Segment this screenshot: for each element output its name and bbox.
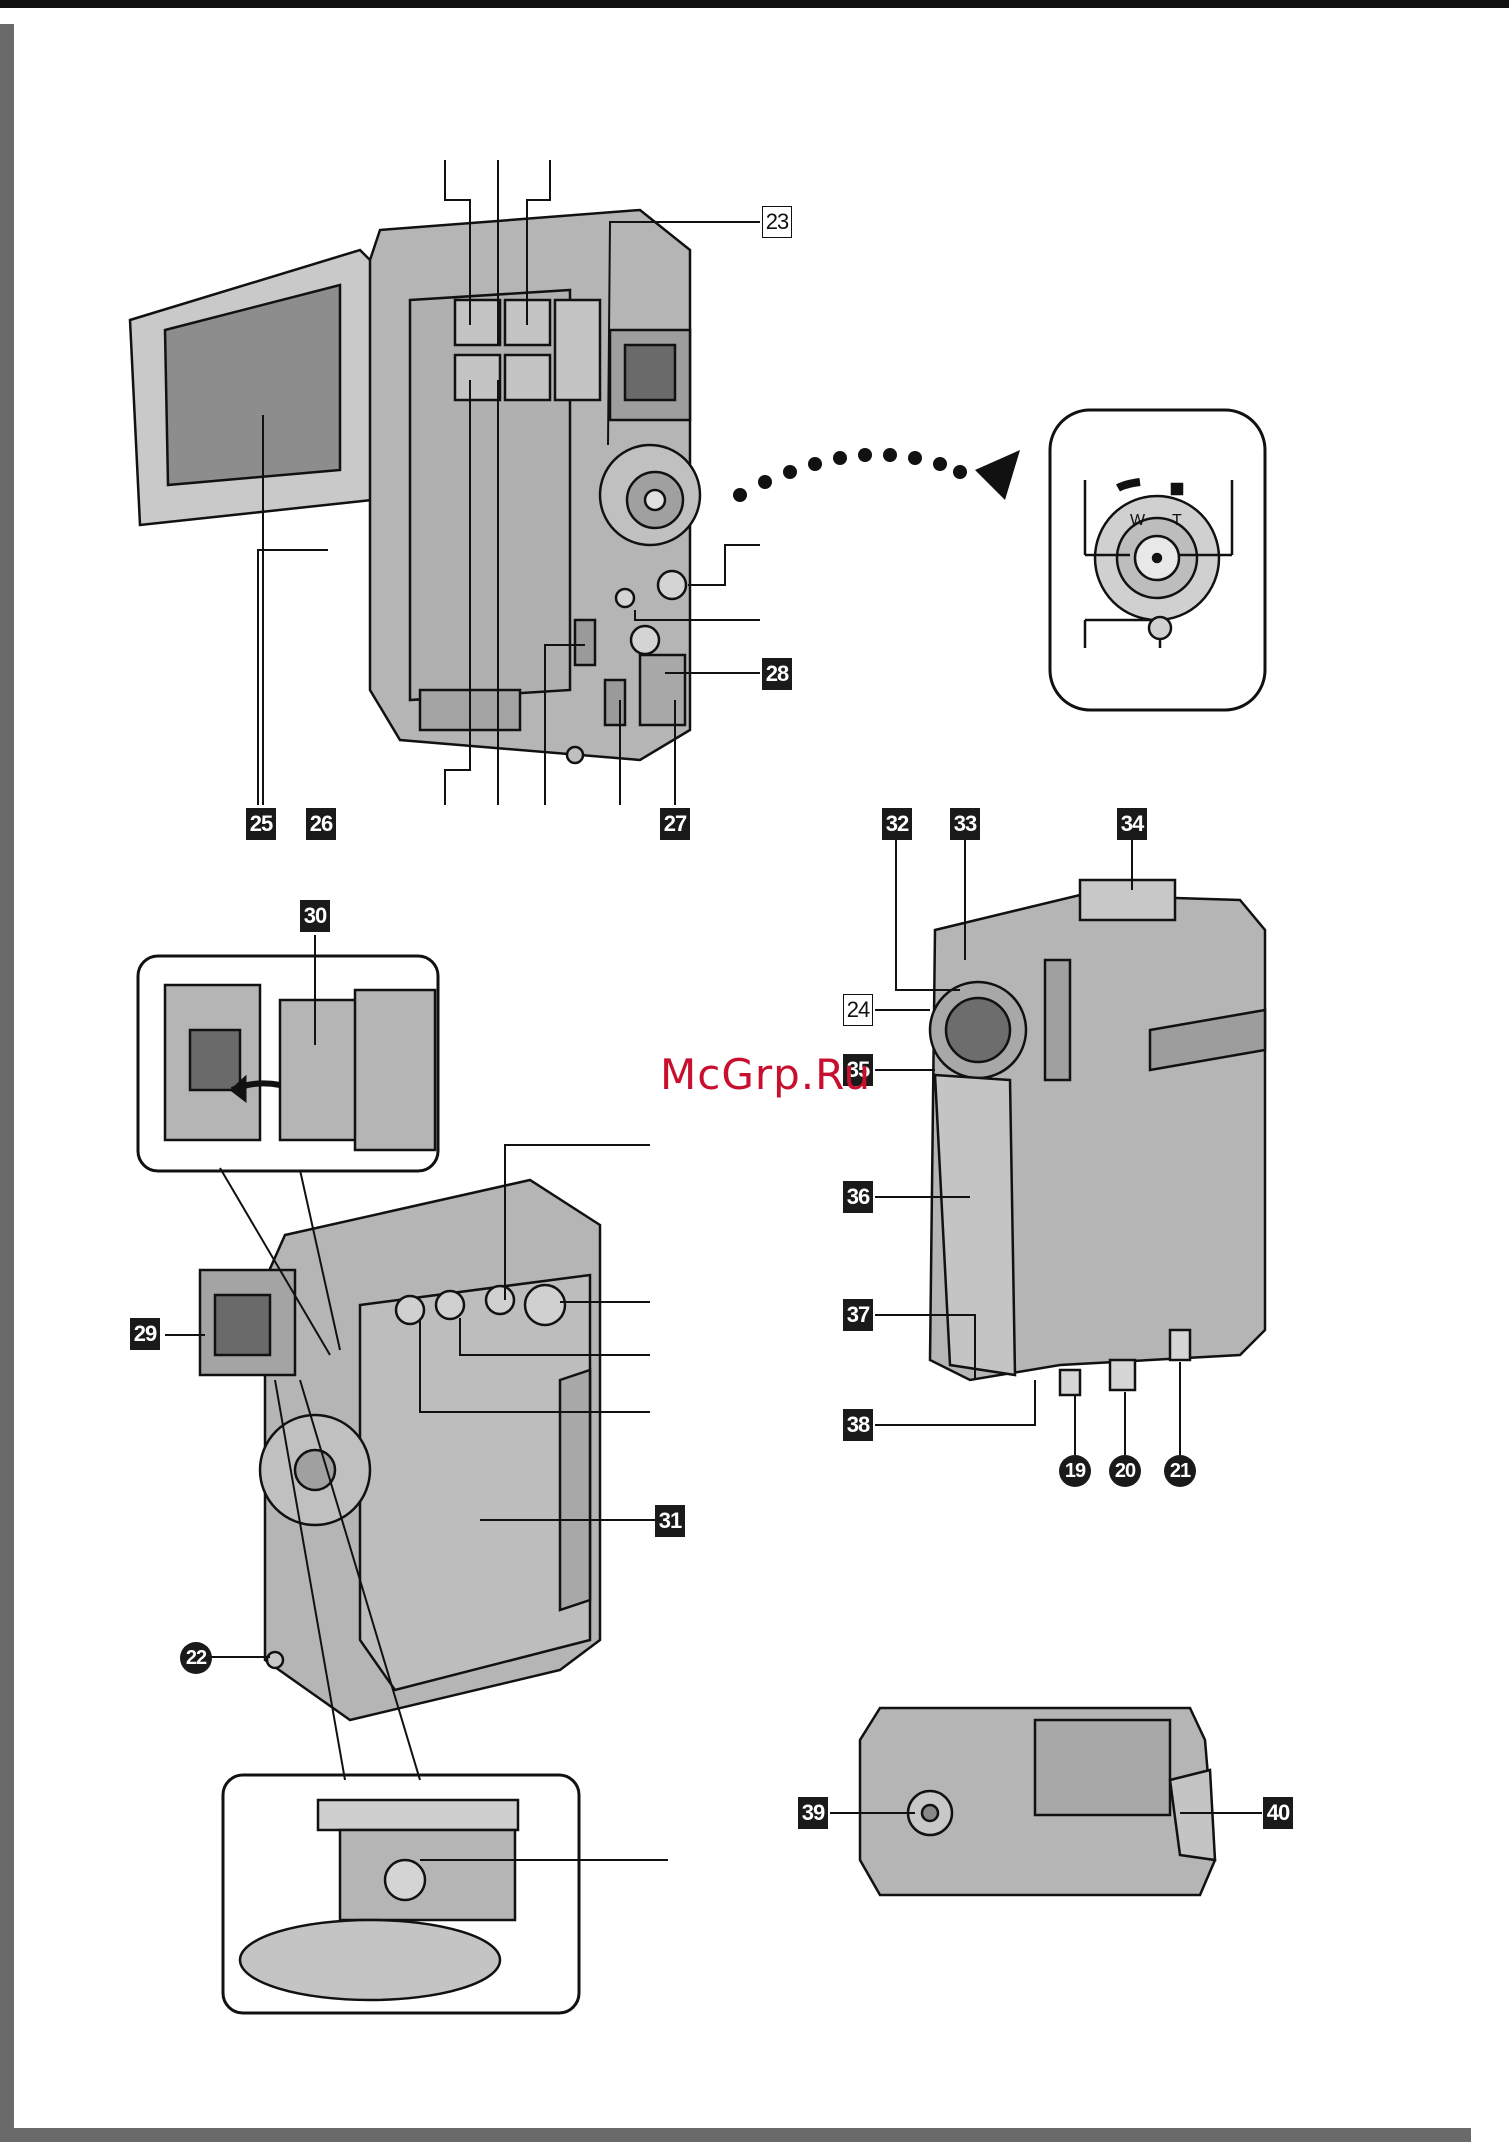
camera-front-view (930, 880, 1265, 1395)
callout-29: 29 (130, 1318, 160, 1350)
callout-33: 33 (950, 808, 980, 840)
callout-23: 23 (762, 206, 792, 238)
callout-36: 36 (843, 1181, 873, 1213)
camera-side-view (200, 1180, 600, 1720)
watermark-text: McGrp.Ru (660, 1050, 871, 1099)
viewfinder-inset (138, 956, 438, 1171)
callout-39: 39 (798, 1797, 828, 1829)
callout-40: 40 (1263, 1797, 1293, 1829)
callout-31: 31 (655, 1505, 685, 1537)
callout-22: 22 (180, 1642, 212, 1674)
callout-34: 34 (1117, 808, 1147, 840)
callout-32: 32 (882, 808, 912, 840)
zoom-dial-inset (1050, 410, 1265, 710)
callout-38: 38 (843, 1409, 873, 1441)
callout-25: 25 (246, 808, 276, 840)
callout-20: 20 (1109, 1455, 1141, 1487)
zoom-wide-label: W (1130, 512, 1146, 529)
camera-rear-view (130, 210, 700, 763)
callout-37: 37 (843, 1299, 873, 1331)
callout-24: 24 (843, 994, 873, 1026)
callout-28: 28 (762, 658, 792, 690)
callout-27: 27 (660, 808, 690, 840)
shoe-inset (223, 1775, 579, 2013)
zoom-tele-label: T (1172, 512, 1182, 529)
callout-26: 26 (306, 808, 336, 840)
callout-30: 30 (300, 900, 330, 932)
callout-19: 19 (1059, 1455, 1091, 1487)
camera-bottom-view (860, 1708, 1215, 1895)
dotted-arrow (733, 448, 1020, 502)
callout-21: 21 (1164, 1455, 1196, 1487)
